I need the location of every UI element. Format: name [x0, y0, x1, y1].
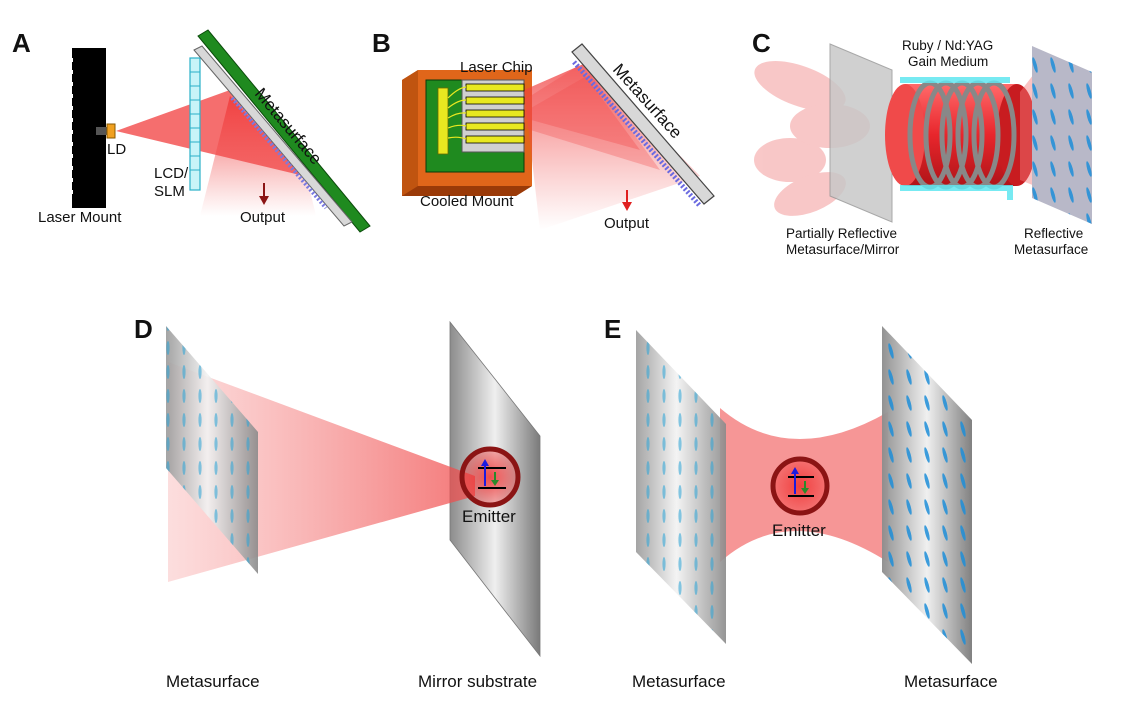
partial-label-2: Metasurface/Mirror — [786, 242, 900, 257]
bond-wires — [447, 86, 467, 140]
output-arrow-a — [259, 183, 269, 205]
metasurface-e-right-label: Metasurface — [904, 672, 998, 691]
metasurface-a — [193, 29, 371, 233]
reflective-label-1: Reflective — [1024, 226, 1083, 241]
lcd-slm-panel — [189, 57, 201, 191]
panel-b: B — [372, 28, 715, 232]
emitter-d-label: Emitter — [462, 507, 516, 526]
panel-a-label: A — [12, 28, 31, 58]
emitter-d — [459, 446, 521, 508]
panel-e-label: E — [604, 314, 621, 344]
reflective-metasurface — [1032, 46, 1092, 224]
laser-mount-label: Laser Mount — [38, 209, 122, 226]
partial-label-1: Partially Reflective — [786, 226, 897, 241]
mount-teeth — [57, 58, 73, 194]
reflective-label-2: Metasurface — [1014, 242, 1088, 257]
laser-diode-icon — [96, 123, 116, 139]
panel-b-label: B — [372, 28, 391, 58]
metasurface-d-label: Metasurface — [166, 672, 260, 691]
gain-label-2: Gain Medium — [908, 54, 988, 69]
panel-d: D Emitter Metasurface Mirror substrate — [134, 314, 541, 691]
emitter-e-label: Emitter — [772, 521, 826, 540]
beam-b — [524, 62, 700, 230]
output-a-label: Output — [240, 209, 286, 226]
laser-chip-label: Laser Chip — [460, 59, 533, 76]
mirror-label: Mirror substrate — [418, 672, 537, 691]
cooled-mount-label: Cooled Mount — [420, 193, 514, 210]
metasurface-b — [571, 43, 715, 208]
emitter-e — [770, 456, 830, 516]
lcd-label-2: SLM — [154, 183, 185, 200]
output-arrow-b — [622, 190, 632, 211]
pump-lamp — [900, 77, 1013, 200]
ld-label: LD — [107, 141, 126, 158]
panel-a: A — [12, 28, 371, 233]
lcd-label-1: LCD/ — [154, 165, 189, 182]
output-b-label: Output — [604, 215, 650, 232]
partial-metasurface — [829, 43, 893, 223]
panel-d-label: D — [134, 314, 153, 344]
gain-label-1: Ruby / Nd:YAG — [902, 38, 993, 53]
panel-e: E Emitter Metasurface Metasurface — [604, 314, 998, 691]
metasurface-e-left — [636, 330, 726, 644]
chip-emitters — [465, 83, 525, 144]
beam-a-output — [200, 96, 316, 216]
panel-c-label: C — [752, 28, 771, 58]
metasurface-e-right — [882, 326, 972, 664]
metasurface-e-left-label: Metasurface — [632, 672, 726, 691]
metasurface-d — [166, 326, 258, 574]
panel-c: C — [752, 28, 1092, 257]
